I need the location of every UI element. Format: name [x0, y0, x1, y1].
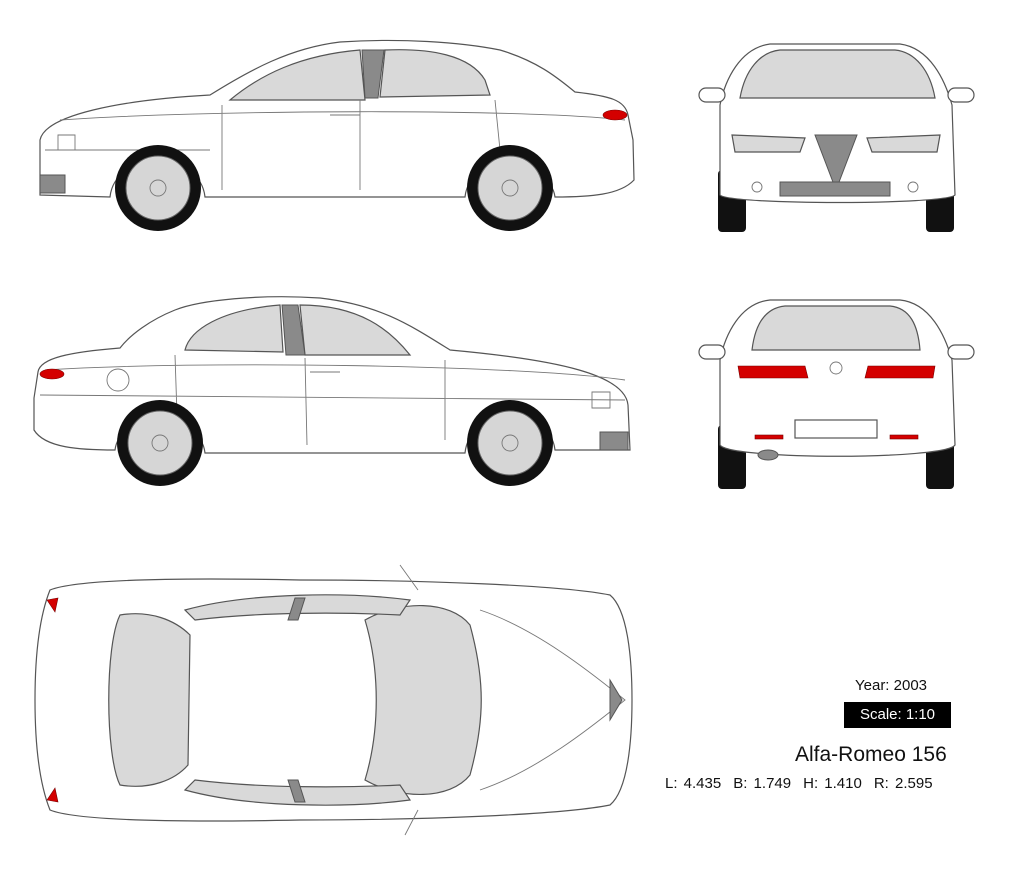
wheelbase-value: R: 2.595 — [873, 775, 933, 792]
rear-view — [698, 299, 975, 489]
breadth-value: B: 1.749 — [733, 775, 792, 792]
model-title: Alfa-Romeo 156 — [795, 743, 947, 766]
top-view — [34, 564, 633, 836]
side-view-left — [39, 39, 635, 231]
front-view — [698, 43, 975, 232]
dimensions-line: L: 4.435 B: 1.749 H: 1.410 R: 2.595 — [665, 775, 945, 792]
scale-label: Scale: 1:10 — [844, 702, 951, 728]
side-view-right — [33, 296, 631, 486]
height-value: H: 1.410 — [803, 775, 862, 792]
length-value: L: 4.435 — [665, 775, 722, 792]
year-label: Year: 2003 — [855, 677, 928, 694]
